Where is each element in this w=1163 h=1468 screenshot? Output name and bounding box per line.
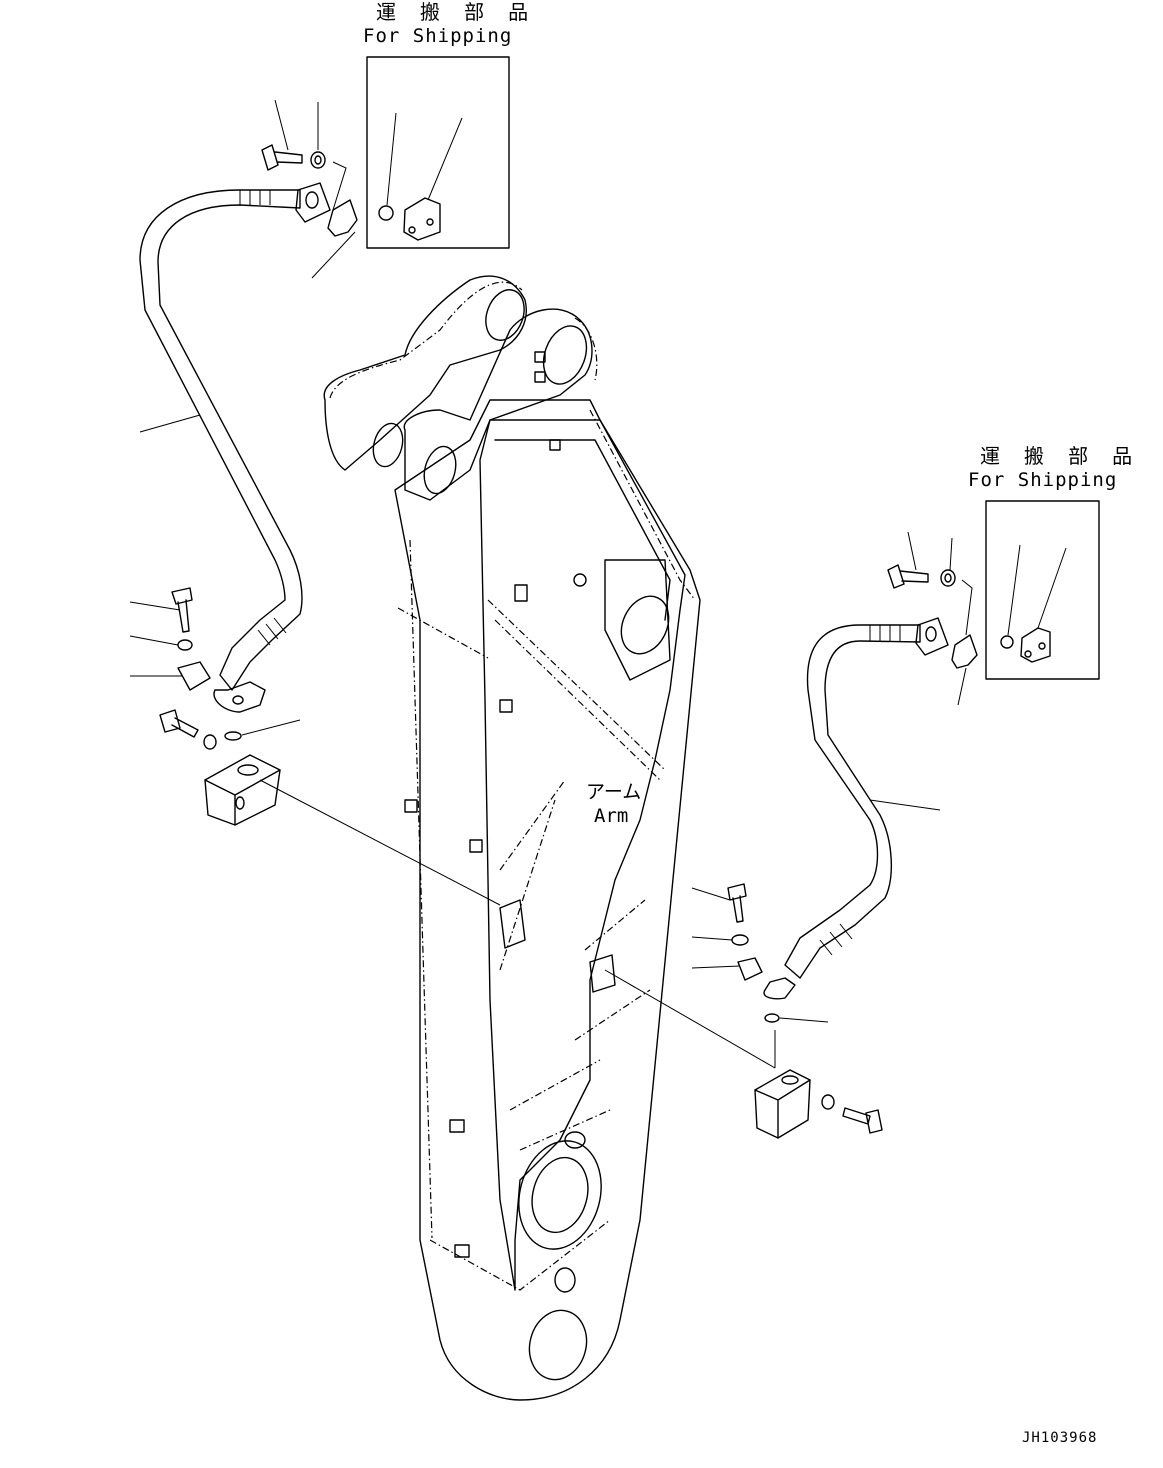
shipping-label-en-right: For Shipping: [968, 469, 1118, 491]
arm-label-jp: アーム: [586, 781, 642, 803]
shipping-box-right: [985, 500, 1100, 680]
left-pipe-assembly: [129, 99, 501, 906]
drawing-code: JH103968: [1022, 1430, 1098, 1446]
shipping-box-left: [366, 56, 510, 249]
right-pipe-assembly: [604, 531, 978, 1139]
shipping-label-en-left: For Shipping: [363, 25, 513, 47]
shipping-label-jp-right: 運 搬 部 品: [980, 444, 1139, 468]
arm-label-en: Arm: [594, 805, 629, 827]
shipping-label-jp-left: 運 搬 部 品: [376, 0, 535, 24]
arm-body: [323, 275, 701, 1401]
